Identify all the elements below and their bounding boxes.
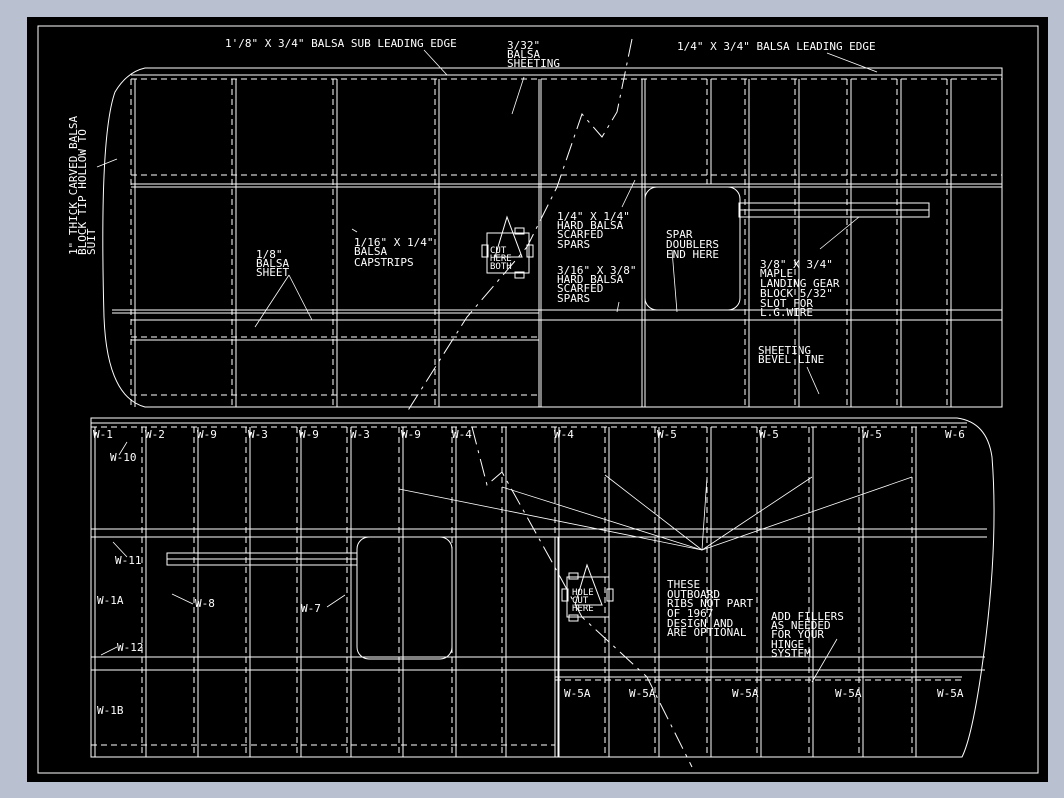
- rib-label: W-4: [452, 428, 472, 441]
- label-hard-spars: SCARFED: [557, 228, 603, 241]
- label-hard-spars: 1/4" X 1/4": [557, 210, 630, 223]
- drawing-border: [37, 25, 1039, 774]
- label-sub-leading-edge: 1'/8" X 3/4" BALSA SUB LEADING EDGE: [225, 37, 457, 50]
- label-sheeting: 3/32": [507, 39, 540, 52]
- label-leading-edge: 1/4" X 3/4" BALSA LEADING EDGE: [677, 40, 876, 53]
- label-fillers: SYSTEM: [771, 647, 811, 660]
- bottom-wing-panel: [90, 417, 995, 768]
- rib-label: W-5: [657, 428, 677, 441]
- label-bevel-line: BEVEL LINE: [758, 353, 824, 366]
- label-landing-gear: BLOCK 5/32": [760, 287, 833, 300]
- label-servo-cut: HERE: [490, 254, 512, 264]
- label-landing-gear: SLOT FOR: [760, 297, 813, 310]
- rib-label: W-3: [248, 428, 268, 441]
- label-fillers: AS NEEDED: [771, 619, 831, 632]
- label-servo-hole: HERE: [572, 604, 594, 614]
- label-hard-spars-2: SPARS: [557, 292, 590, 305]
- rib-label: W-5A: [564, 687, 591, 700]
- label-capstrips: CAPSTRIPS: [354, 256, 414, 269]
- label-bevel-line: SHEETING: [758, 344, 811, 357]
- rib-label: W-2: [145, 428, 165, 441]
- rib-label: W-3: [350, 428, 370, 441]
- label-spar-doublers: DOUBLERS: [666, 238, 719, 251]
- label-sheet: SHEET: [256, 266, 289, 279]
- wing-plan-drawing: 1'/8" X 3/4" BALSA SUB LEADING EDGE 3/32…: [37, 25, 1039, 774]
- label-outboard-ribs: OUTBOARD: [667, 588, 720, 601]
- label-hard-spars-2: HARD BALSA: [557, 273, 624, 286]
- label-sheeting: SHEETING: [507, 57, 560, 70]
- rib-label: W-4: [554, 428, 574, 441]
- rib-label: W-8: [195, 597, 215, 610]
- label-fillers: HINGE: [771, 638, 804, 651]
- rib-label: W-12: [117, 641, 144, 654]
- label-tip-block: 1" THICK CARVED BALSA: [67, 116, 80, 255]
- rib-label: W-5A: [835, 687, 862, 700]
- rib-label: W-7: [301, 602, 321, 615]
- label-hard-spars-2: 3/16" X 3/8": [557, 264, 636, 277]
- rib-label: W-9: [197, 428, 217, 441]
- label-hard-spars-2: SCARFED: [557, 282, 603, 295]
- label-servo-hole: CUT: [572, 596, 589, 606]
- cad-viewport[interactable]: 1'/8" X 3/4" BALSA SUB LEADING EDGE 3/32…: [27, 17, 1048, 782]
- label-outboard-ribs: RIBS NOT PART: [667, 597, 753, 610]
- label-sheet: 1/8": [256, 248, 283, 261]
- label-fillers: FOR YOUR: [771, 628, 824, 641]
- rib-label: W-5A: [937, 687, 964, 700]
- rib-label: W-5A: [732, 687, 759, 700]
- label-tip-block: BLOCK TIP HOLLOW TO: [76, 129, 89, 255]
- rib-label: W-5: [862, 428, 882, 441]
- label-landing-gear: MAPLE: [760, 267, 793, 280]
- rib-label: W-10: [110, 451, 137, 464]
- label-spar-doublers: SPAR: [666, 228, 693, 241]
- label-outboard-ribs: ARE OPTIONAL: [667, 626, 747, 639]
- rib-label: W-1B: [97, 704, 124, 717]
- label-tip-block: SUIT: [85, 228, 98, 255]
- rib-label: W-1A: [97, 594, 124, 607]
- label-servo-cut: BOTH: [490, 262, 512, 272]
- label-capstrips: 1/16" X 1/4": [354, 236, 433, 249]
- label-servo-hole: HOLE: [572, 588, 594, 598]
- label-servo-cut: CUT: [490, 246, 507, 256]
- label-outboard-ribs: THESE: [667, 578, 700, 591]
- label-spar-doublers: END HERE: [666, 248, 719, 261]
- rib-label: W-1: [93, 428, 113, 441]
- top-panel-labels: 1'/8" X 3/4" BALSA SUB LEADING EDGE 3/32…: [67, 37, 876, 366]
- label-landing-gear: L.G.WIRE: [760, 306, 813, 319]
- label-outboard-ribs: OF 1967: [667, 607, 713, 620]
- rib-label: W-9: [401, 428, 421, 441]
- label-fillers: ADD FILLERS: [771, 610, 844, 623]
- label-landing-gear: LANDING GEAR: [760, 277, 840, 290]
- label-landing-gear: 3/8" X 3/4": [760, 258, 833, 271]
- top-wing-panel: [96, 38, 1003, 413]
- label-sheet: BALSA: [256, 257, 289, 270]
- label-capstrips: BALSA: [354, 245, 387, 258]
- label-hard-spars: HARD BALSA: [557, 219, 624, 232]
- label-hard-spars: SPARS: [557, 238, 590, 251]
- rib-label: W-5: [759, 428, 779, 441]
- rib-label: W-9: [299, 428, 319, 441]
- label-sheeting: BALSA: [507, 48, 540, 61]
- rib-label: W-6: [945, 428, 965, 441]
- rib-label: W-11: [115, 554, 142, 567]
- label-outboard-ribs: DESIGN AND: [667, 617, 733, 630]
- rib-label: W-5A: [629, 687, 656, 700]
